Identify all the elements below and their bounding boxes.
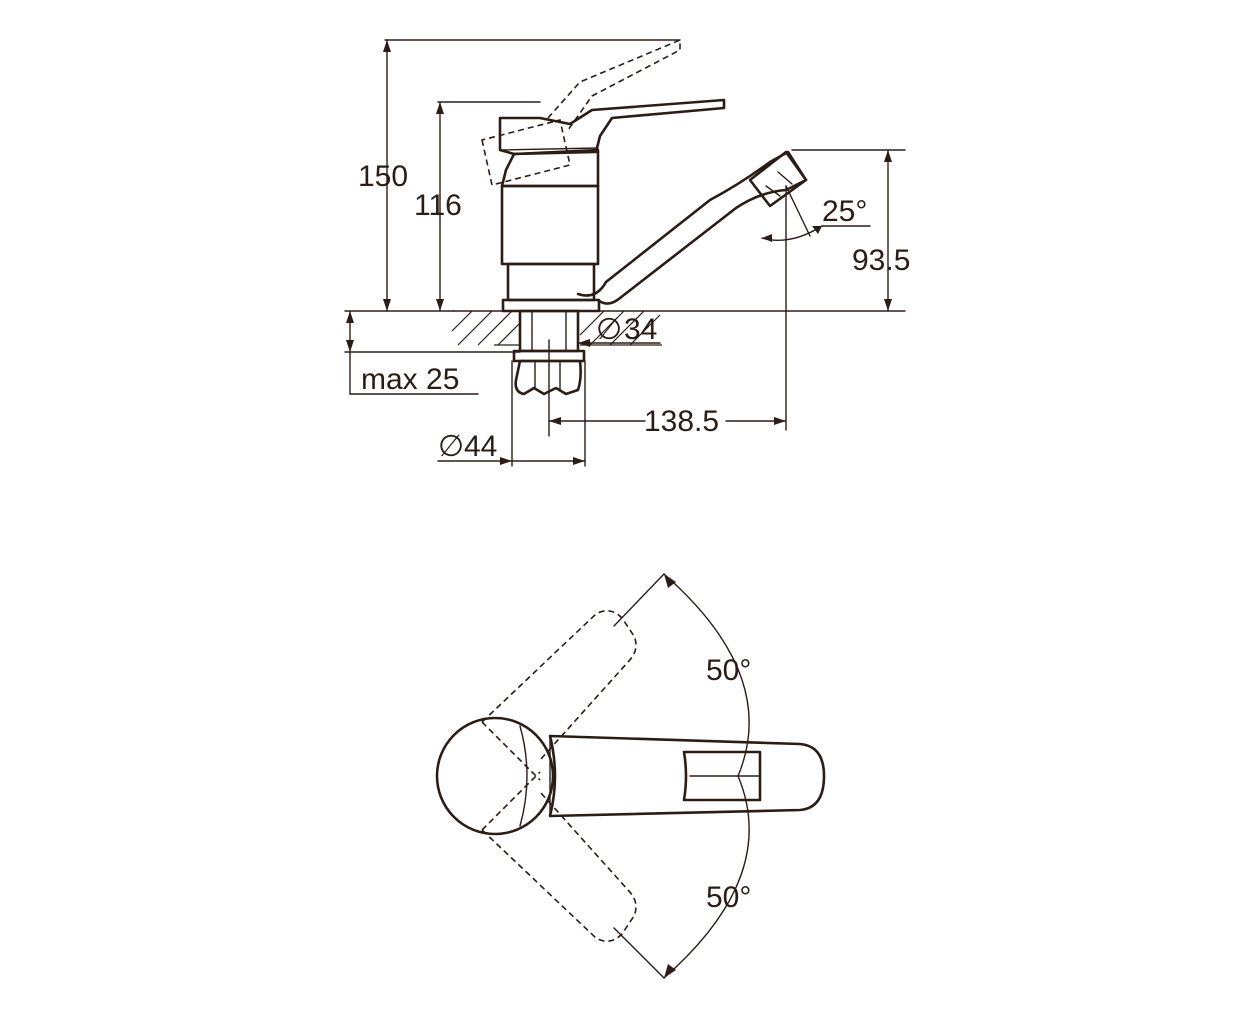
- faucet-body-top: [435, 716, 555, 836]
- dim-height-body: 116: [414, 189, 462, 222]
- faucet-base-ring: [501, 298, 601, 313]
- handle-top: [682, 750, 762, 802]
- dim-diameter-symbol-34: ∅: [596, 313, 622, 346]
- dim-height-total: 150: [358, 160, 408, 193]
- dim-diameter-symbol-44: ∅: [438, 430, 464, 463]
- dim-thread-diameter: 34: [624, 313, 657, 346]
- dim-base-diameter: 44: [464, 430, 497, 463]
- handle-rotated-down: [481, 791, 637, 942]
- rotation-angle-up: 50°: [706, 654, 751, 687]
- wing-nut: [514, 359, 582, 396]
- lever-raised-outline: [481, 38, 681, 186]
- side-view: 150 116 93.5 25° ∅ 34 max 25: [344, 38, 910, 467]
- dim-spout-angle: 25°: [822, 195, 867, 228]
- rotation-arc: [663, 573, 750, 979]
- handle-rotated-up: [481, 610, 637, 761]
- aerator: [748, 150, 808, 208]
- spout-top: [548, 734, 826, 818]
- dim-spout-height: 93.5: [852, 244, 910, 277]
- faucet-body-upper: [500, 184, 600, 266]
- lever-handle: [498, 98, 726, 156]
- top-view: 50° 50°: [435, 573, 826, 979]
- dim-spout-reach: 138.5: [644, 405, 719, 438]
- countertop-hatch: [451, 310, 662, 346]
- rotation-angle-down: 50°: [706, 881, 751, 914]
- cartridge-housing: [500, 148, 600, 188]
- spout: [576, 150, 808, 305]
- dim-mount-thickness: max 25: [361, 363, 459, 396]
